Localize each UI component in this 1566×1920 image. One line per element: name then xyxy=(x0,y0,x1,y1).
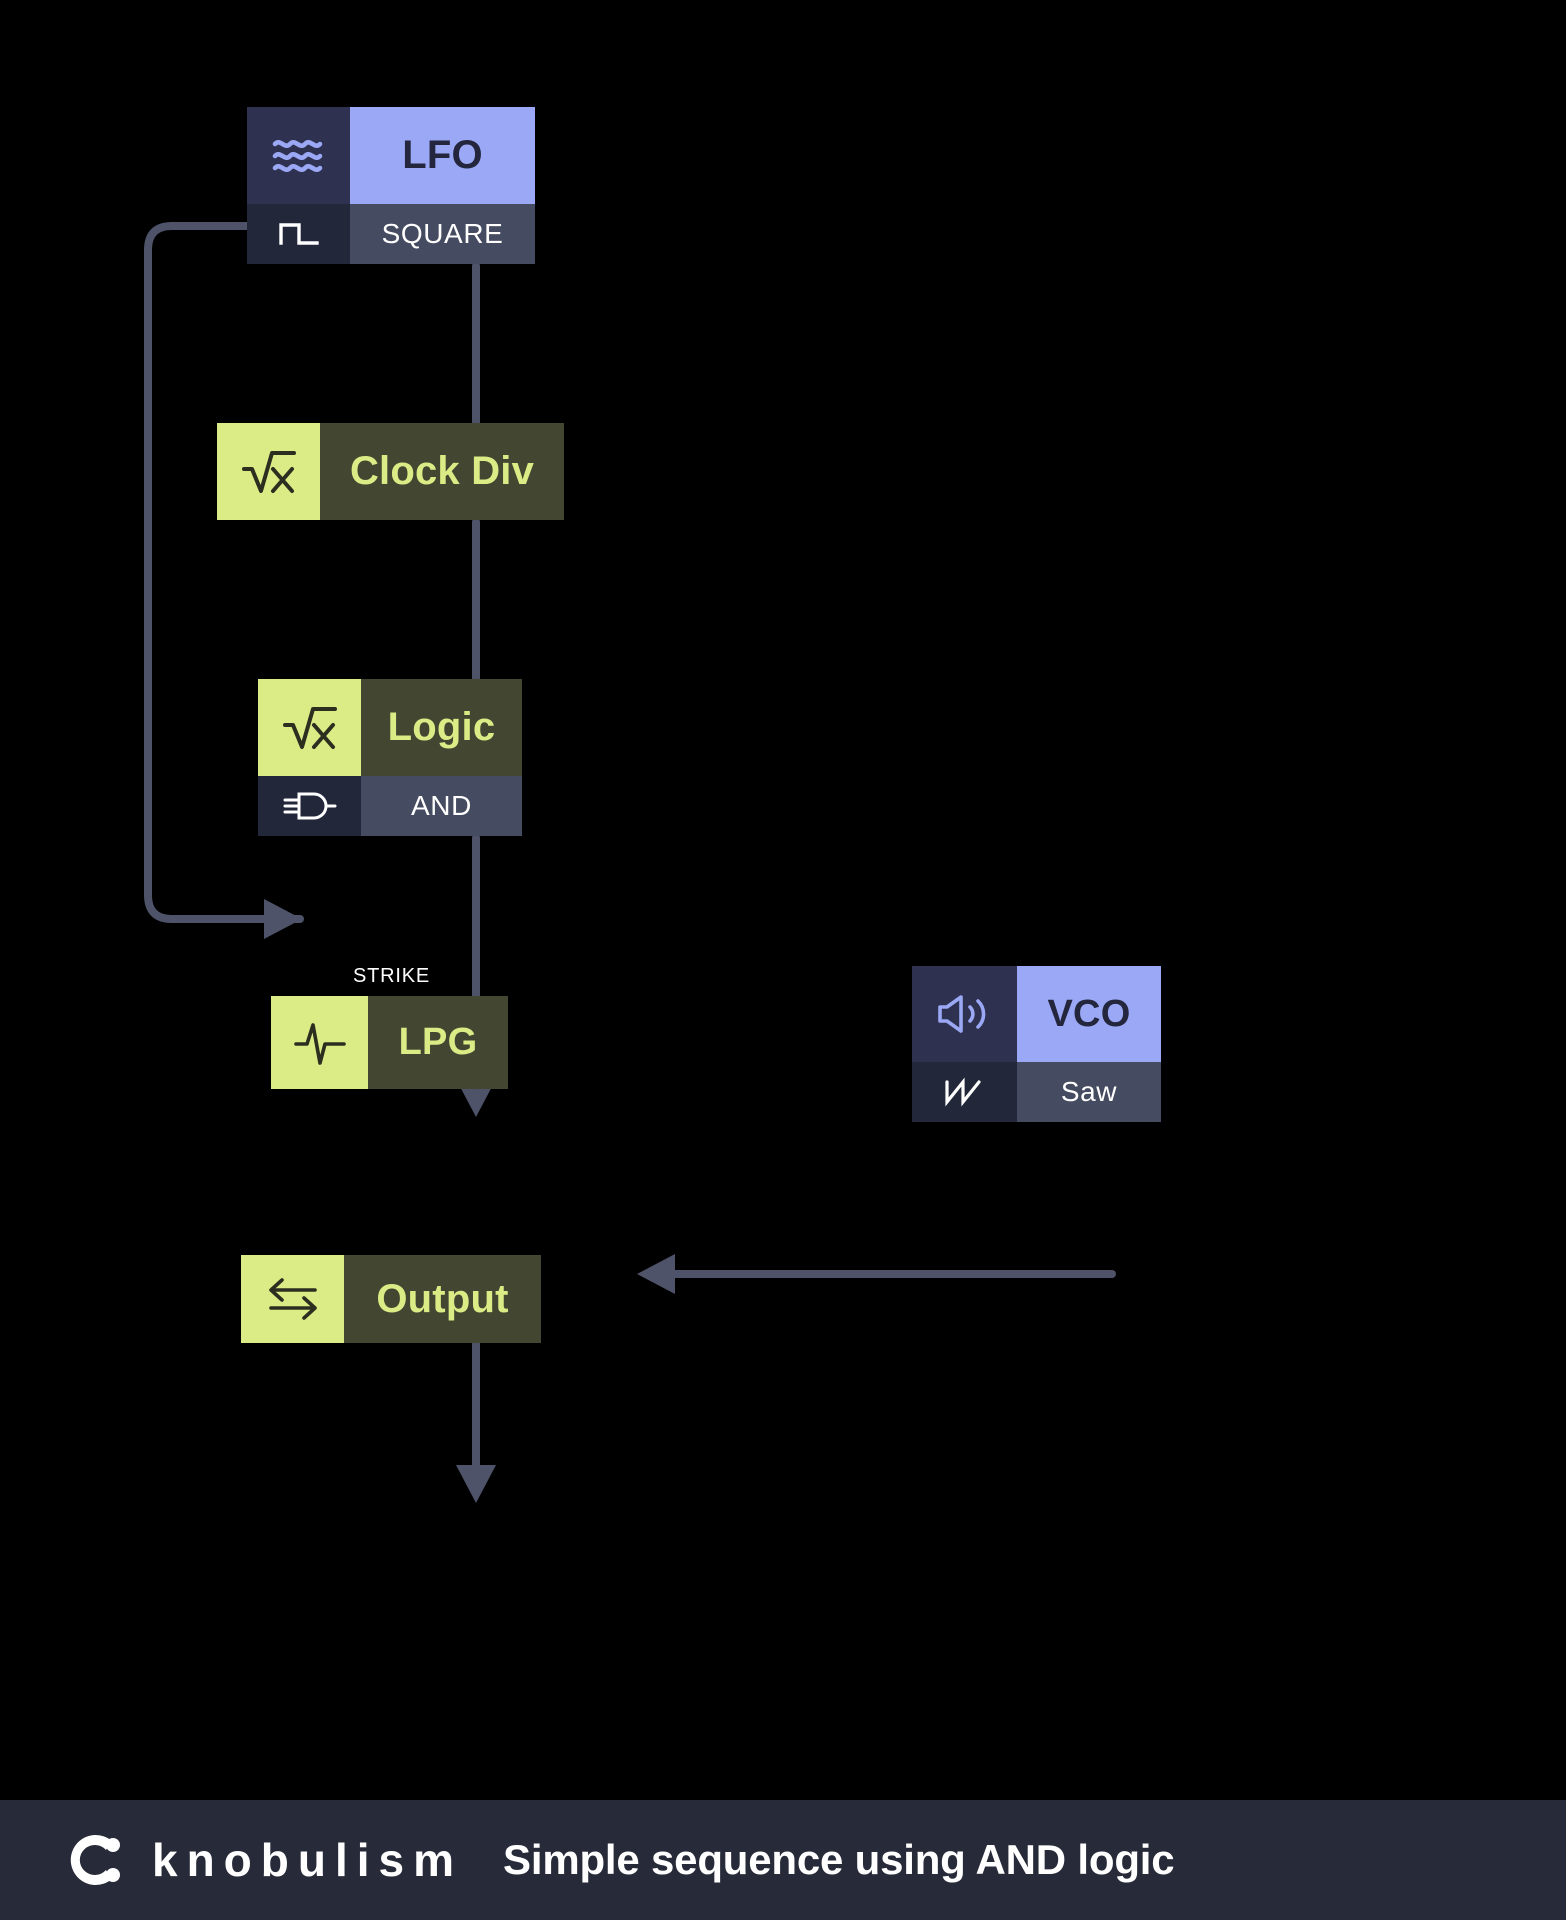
pulse-icon xyxy=(271,996,368,1089)
module-title-clock-div: Clock Div xyxy=(320,423,564,520)
module-subtitle-vco: Saw xyxy=(1017,1062,1161,1122)
radical-x-icon xyxy=(217,423,320,520)
module-subtitle-logic: AND xyxy=(361,776,522,836)
knobulism-logo-icon xyxy=(66,1828,130,1892)
module-lfo[interactable]: LFO SQUARE xyxy=(247,107,535,264)
saw-wave-icon xyxy=(912,1062,1017,1122)
module-vco[interactable]: VCO Saw xyxy=(912,966,1161,1122)
module-output[interactable]: Output xyxy=(241,1255,541,1343)
brand-name: knobulism xyxy=(152,1834,464,1886)
waves-icon xyxy=(247,107,350,204)
module-title-lfo: LFO xyxy=(350,107,535,204)
radical-x-icon xyxy=(258,679,361,776)
speaker-icon xyxy=(912,966,1017,1062)
port-label-strike: STRIKE xyxy=(353,965,431,987)
wire-lpg-to-output xyxy=(456,1318,496,1503)
module-title-lpg: LPG xyxy=(368,996,508,1089)
wire-vco-to-lpg xyxy=(637,1254,1116,1294)
module-logic[interactable]: Logic AND xyxy=(258,679,522,836)
module-subtitle-lfo: SQUARE xyxy=(350,204,535,264)
exchange-arrows-icon xyxy=(241,1255,344,1343)
square-wave-icon xyxy=(247,204,350,264)
footer-bar: knobulism Simple sequence using AND logi… xyxy=(0,1800,1566,1920)
module-title-logic: Logic xyxy=(361,679,522,776)
footer-caption: Simple sequence using AND logic xyxy=(503,1836,1175,1883)
module-clock-div[interactable]: Clock Div xyxy=(217,423,564,520)
module-title-output: Output xyxy=(344,1255,541,1343)
module-title-vco: VCO xyxy=(1017,966,1161,1062)
and-gate-icon xyxy=(258,776,361,836)
module-lpg[interactable]: LPG xyxy=(271,996,508,1089)
